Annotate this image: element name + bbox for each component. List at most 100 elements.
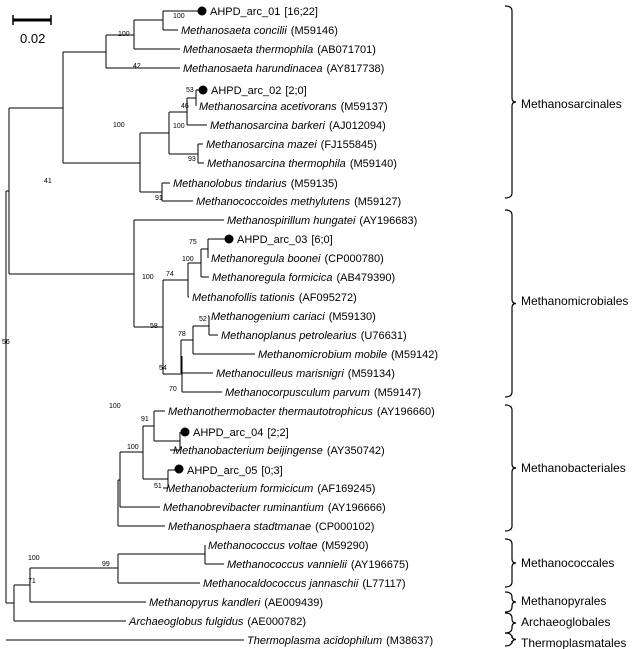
leaf-taxon-name: Methanococcoides methylutens [196, 196, 351, 208]
leaf-accession: (U76631) [361, 330, 407, 342]
clade-bracket [504, 538, 517, 588]
leaf-accession: (AB479390) [336, 272, 395, 284]
leaf-accession: (CP000780) [324, 253, 383, 265]
leaf-taxon-name: Thermoplasma acidophilum [247, 635, 382, 647]
leaf-label: Methanospirillum hungatei(AY196683) [227, 215, 417, 227]
bootstrap-value: 41 [44, 178, 52, 185]
leaf-taxon-name: AHPD_arc_01 [210, 6, 280, 18]
clade-label: Methanococcales [521, 556, 614, 570]
bootstrap-value: 46 [181, 103, 189, 110]
bootstrap-value: 100 [182, 256, 194, 263]
leaf-taxon-name: Methanoregula boonei [211, 253, 321, 265]
leaf-taxon-name: Methanocaldococcus jannaschii [203, 578, 359, 590]
clade-bracket [504, 632, 517, 647]
bootstrap-value: 100 [109, 403, 121, 410]
leaf-accession: (AY196675) [351, 559, 409, 571]
leaf-label: Methanosphaera stadtmanae (CP000102) [168, 521, 374, 533]
bootstrap-values: 1001004253461009391100751007452785854701… [2, 13, 207, 585]
leaf-accession: (CP000102) [315, 521, 374, 533]
leaf-accession: (M59142) [391, 349, 438, 361]
leaf-label: AHPD_arc_02[2;0] [211, 85, 307, 97]
leaf-taxon-name: Methanococcus voltae [208, 540, 317, 552]
leaf-accession: (FJ155845) [321, 139, 377, 151]
leaf-accession: (AY196666) [328, 502, 386, 514]
leaf-label: Methanofollis tationis(AF095272) [192, 292, 357, 304]
leaf-accession: (M59147) [374, 387, 421, 399]
scale-bar: 0.02 [12, 15, 52, 46]
leaf-accession: (M59130) [329, 311, 376, 323]
leaf-label: Methanococcus vannielii (AY196675) [227, 559, 409, 571]
clade-bracket [504, 404, 517, 532]
bootstrap-value: 52 [199, 316, 207, 323]
bootstrap-value: 100 [28, 555, 40, 562]
bootstrap-value: 100 [142, 274, 154, 281]
leaf-accession: (AE009439) [264, 597, 323, 609]
bootstrap-value: 99 [102, 561, 110, 568]
leaf-marker-dot-icon [180, 427, 190, 437]
leaf-label: Archaeoglobus fulgidus(AE000782) [128, 616, 306, 628]
tree-leaves: AHPD_arc_01[16;22]Methanosaeta concilii(… [128, 6, 438, 647]
leaf-label: Methanobacterium formicicum(AF169245) [166, 483, 375, 495]
bootstrap-value: 56 [2, 339, 10, 346]
leaf-label: AHPD_arc_05 [0;3] [187, 465, 283, 477]
bootstrap-value: 78 [178, 331, 186, 338]
leaf-label: Methanothermobacter thermautotrophicus(A… [168, 406, 435, 418]
leaf-taxon-name: Methanosarcina thermophila [207, 158, 346, 170]
leaf-label: Methanogenium cariaci (M59130) [211, 311, 376, 323]
scale-bar-label: 0.02 [20, 31, 45, 46]
leaf-accession: (M38637) [386, 635, 433, 647]
leaf-taxon-name: Methanogenium cariaci [211, 311, 325, 323]
clade-label: Methanobacteriales [521, 461, 626, 475]
leaf-taxon-name: Methanolobus tindarius [173, 178, 287, 190]
bootstrap-value: 58 [150, 323, 158, 330]
leaf-taxon-name: Methanoculleus marisnigri [216, 368, 344, 380]
leaf-accession: (M59135) [291, 178, 338, 190]
leaf-taxon-name: Methanosarcina acetivorans [199, 101, 337, 113]
bootstrap-value: 75 [189, 239, 197, 246]
leaf-taxon-name: Archaeoglobus fulgidus [128, 616, 244, 628]
leaf-accession: (M59140) [350, 158, 397, 170]
leaf-taxon-name: AHPD_arc_05 [187, 465, 257, 477]
leaf-taxon-name: Methanosphaera stadtmanae [168, 521, 311, 533]
leaf-marker-dot-icon [197, 6, 207, 16]
bootstrap-value: 100 [173, 13, 185, 20]
leaf-label: Methanosarcina acetivorans(M59137) [199, 101, 388, 113]
leaf-label: Methanosarcina barkeri(AJ012094) [210, 120, 386, 132]
leaf-label: Methanoregula boonei(CP000780) [211, 253, 384, 265]
leaf-accession: [6;0] [311, 234, 332, 246]
leaf-taxon-name: Methanospirillum hungatei [227, 215, 356, 227]
leaf-accession: (AE000782) [247, 616, 306, 628]
clade-bracket [504, 5, 517, 199]
leaf-label: Methanoplanus petrolearius (U76631) [221, 330, 407, 342]
leaf-accession: (AY196683) [359, 215, 417, 227]
leaf-taxon-name: Methanothermobacter thermautotrophicus [168, 406, 373, 418]
leaf-accession: (AY350742) [327, 445, 385, 457]
leaf-accession: (M59290) [321, 540, 368, 552]
clade-label: Methanosarcinales [521, 97, 622, 111]
leaf-label: Methanobacterium beijingense (AY350742) [173, 445, 385, 457]
leaf-label: Thermoplasma acidophilum (M38637) [247, 635, 433, 647]
leaf-taxon-name: Methanococcus vannielii [227, 559, 347, 571]
leaf-taxon-name: Methanomicrobium mobile [258, 349, 387, 361]
leaf-accession: [0;3] [261, 465, 282, 477]
leaf-label: Methanococcoides methylutens(M59127) [196, 196, 401, 208]
leaf-taxon-name: Methanobacterium beijingense [173, 445, 323, 457]
tree-branches [5, 10, 255, 641]
bootstrap-value: 100 [113, 122, 125, 129]
bootstrap-value: 91 [141, 416, 149, 423]
leaf-label: Methanosaeta harundinacea(AY817738) [183, 63, 384, 75]
bootstrap-value: 53 [186, 87, 194, 94]
leaf-marker-dot-icon [174, 464, 184, 474]
leaf-taxon-name: Methanoplanus petrolearius [221, 330, 357, 342]
leaf-taxon-name: Methanosaeta harundinacea [183, 63, 322, 75]
bootstrap-value: 100 [173, 123, 185, 130]
clade-bracket [504, 612, 517, 634]
leaf-taxon-name: Methanoregula formicica [212, 272, 332, 284]
leaf-label: Methanococcus voltae (M59290) [208, 540, 369, 552]
leaf-taxon-name: Methanobrevibacter ruminantium [163, 502, 324, 514]
bootstrap-value: 70 [169, 386, 177, 393]
leaf-label: Methanocorpusculum parvum(M59147) [225, 387, 421, 399]
clade-bracket [504, 591, 517, 613]
leaf-taxon-name: Methanopyrus kandleri [149, 597, 261, 609]
leaf-accession: [16;22] [284, 6, 318, 18]
